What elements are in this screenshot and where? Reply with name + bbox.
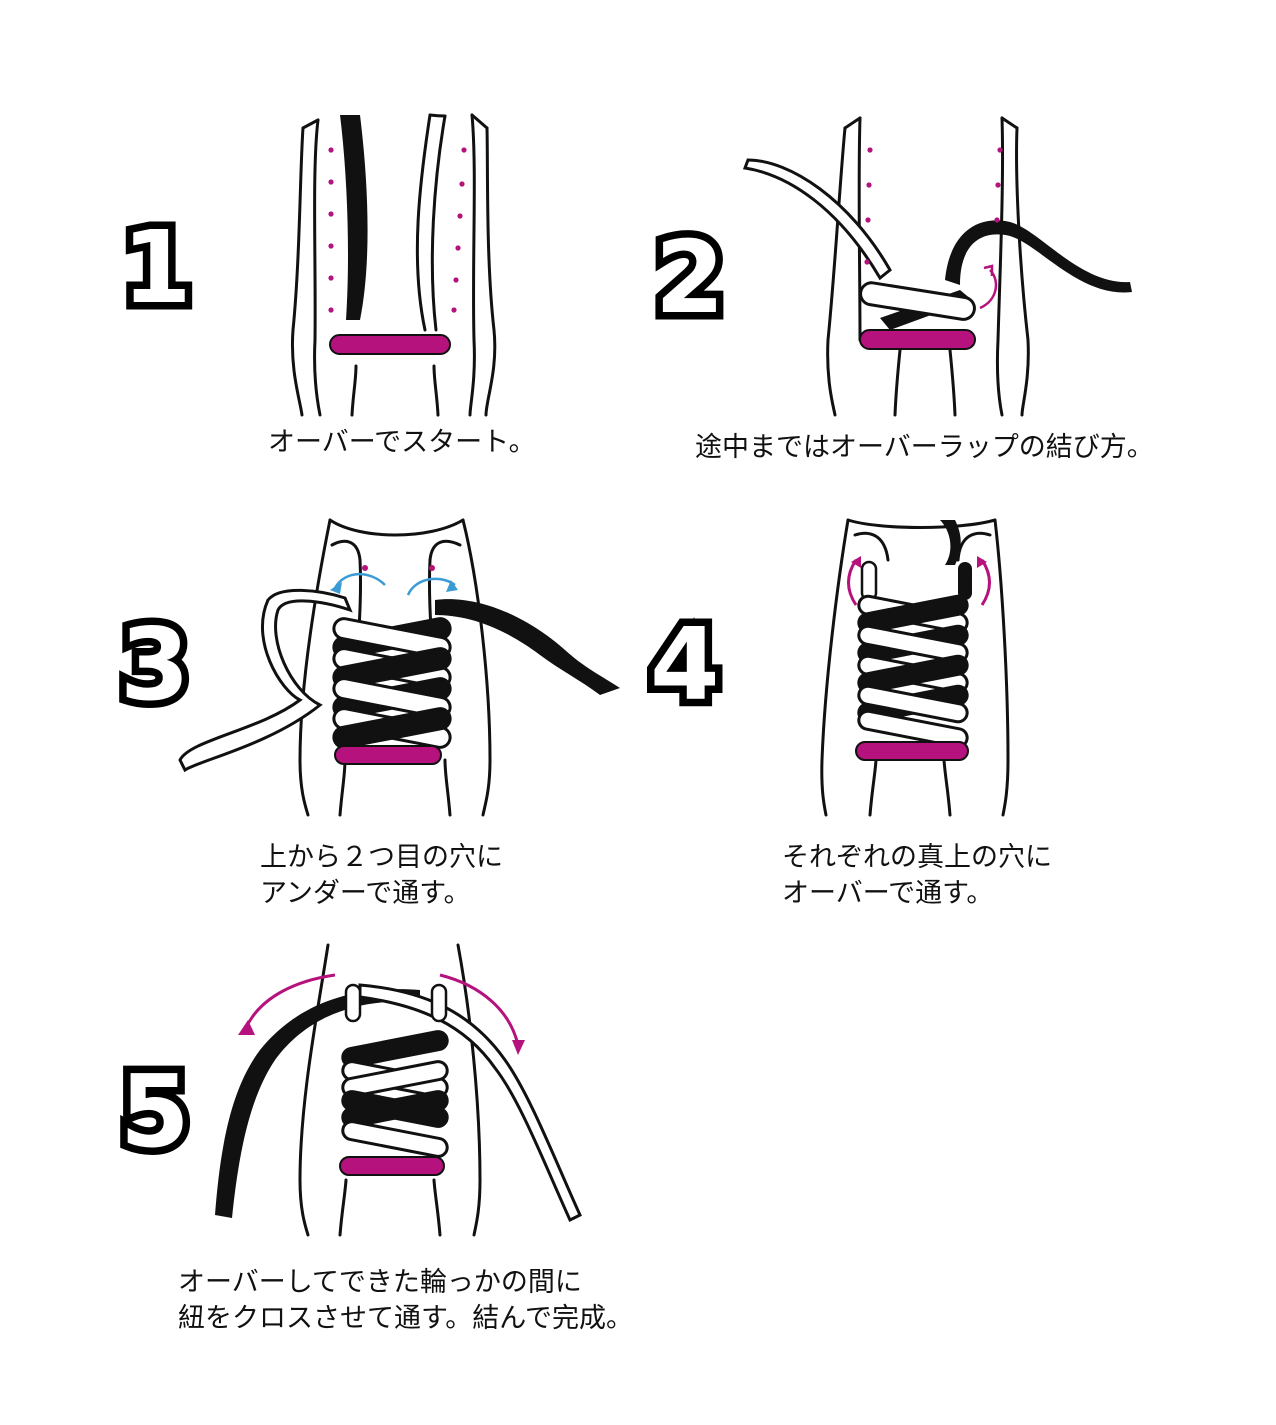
step-4-caption: それぞれの真上の穴に オーバーで通す。 — [782, 840, 1052, 912]
step-3-number: 3 — [113, 606, 198, 723]
step-5-caption: オーバーしてできた輪っかの間に 紐をクロスさせて通す。結んで完成。 — [178, 1265, 633, 1337]
caption-line: オーバーで通す。 — [782, 878, 994, 909]
first-step-bar-magenta — [334, 745, 442, 765]
first-step-bar-magenta — [329, 334, 451, 355]
caption-line: オーバーしてできた輪っかの間に — [178, 1267, 582, 1298]
caption-line: 紐をクロスさせて通す。結んで完成。 — [178, 1303, 633, 1334]
first-step-bar-magenta — [339, 1156, 445, 1176]
caption-line: 途中まではオーバーラップの結び方。 — [695, 432, 1154, 463]
caption-line: アンダーで通す。 — [260, 878, 471, 909]
step-4-number: 4 — [643, 606, 728, 723]
step-5-number: 5 — [113, 1053, 198, 1170]
step-2-number: 2 — [648, 219, 733, 336]
step-3-caption: 上から２つ目の穴に アンダーで通す。 — [260, 840, 503, 912]
step-1-number: 1 — [115, 209, 200, 326]
caption-line: 上から２つ目の穴に — [260, 842, 503, 873]
caption-line: それぞれの真上の穴に — [782, 842, 1052, 873]
curved-arrow-magenta — [847, 559, 991, 606]
step-1-caption: オーバーでスタート。 — [268, 425, 536, 461]
first-step-bar-magenta — [859, 329, 976, 350]
curved-arrow-magenta — [243, 973, 520, 1046]
caption-line: オーバーでスタート。 — [268, 427, 536, 458]
step-2-caption: 途中まではオーバーラップの結び方。 — [695, 430, 1154, 466]
first-step-bar-magenta — [855, 741, 969, 761]
